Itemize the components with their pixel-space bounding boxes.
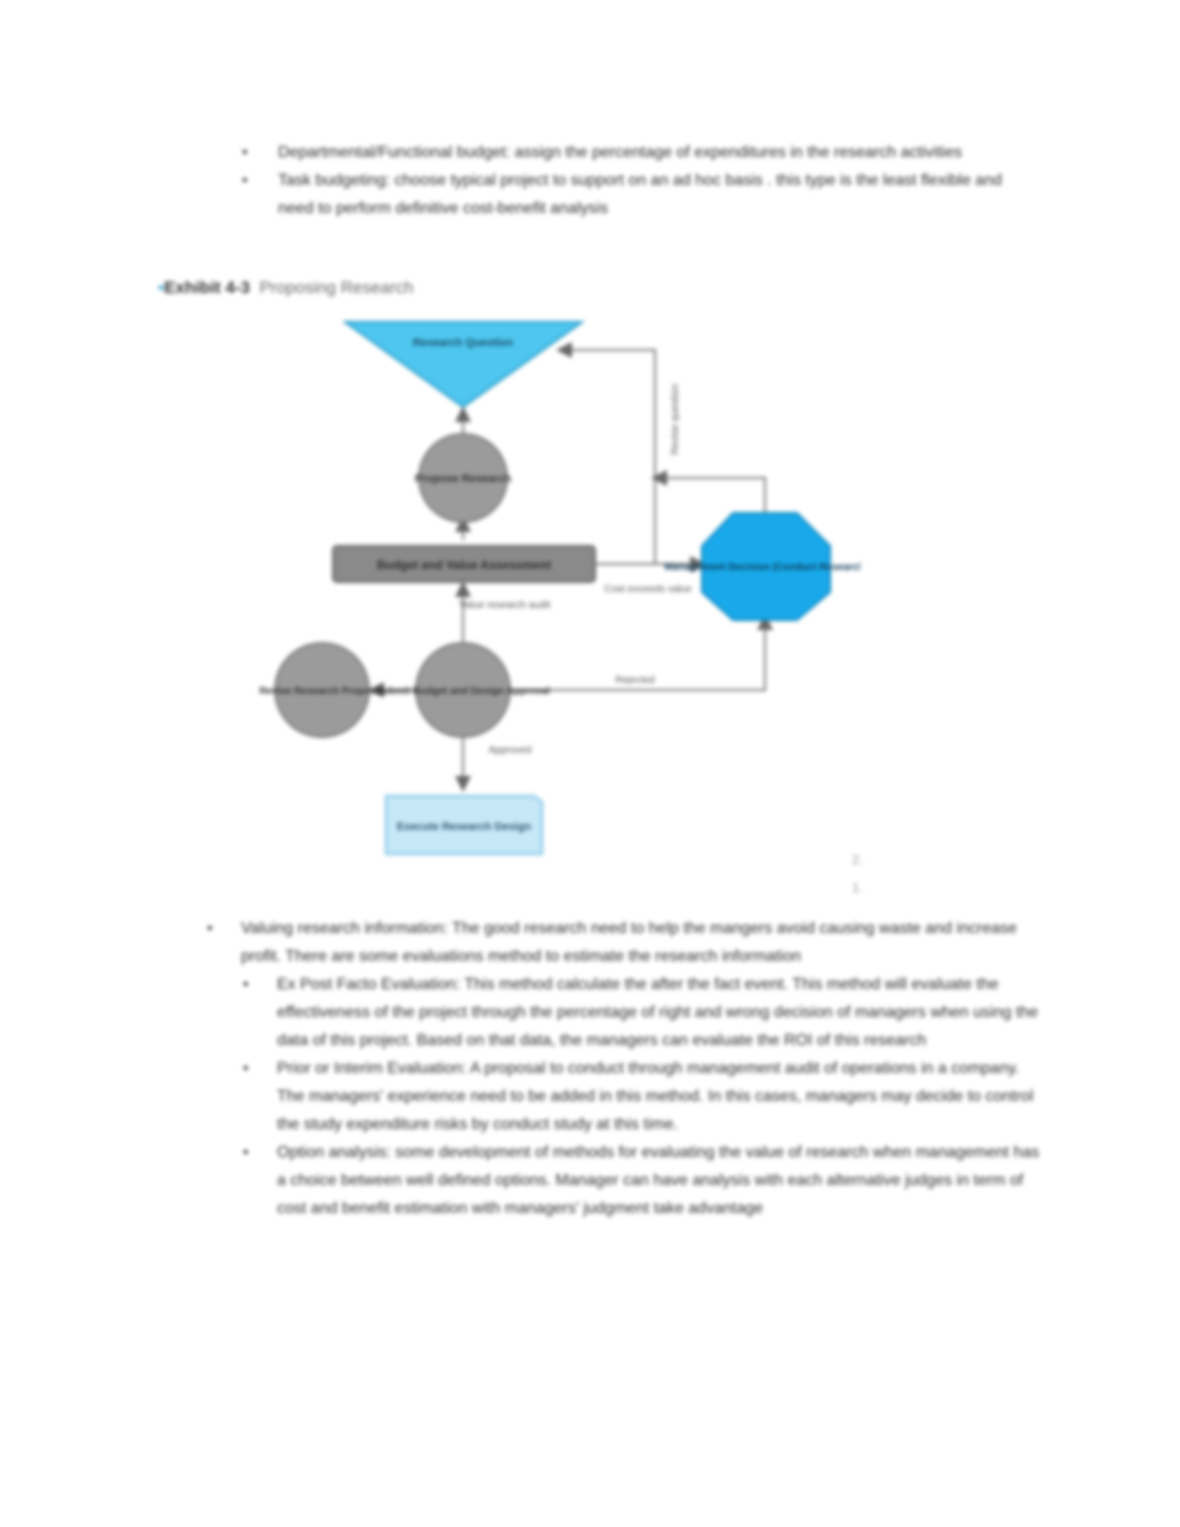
- budget-value-bar: [332, 545, 596, 583]
- execute-design-box: [385, 795, 543, 855]
- list-item: Departmental/Functional budget: assign t…: [240, 139, 1040, 167]
- list-item: Valuing research information: The good r…: [205, 915, 1045, 1223]
- management-decision-label: Management Decision (Conduct Research): [664, 562, 860, 573]
- caption-marker: ▪: [158, 278, 165, 297]
- execute-design-label: Execute Research Design: [397, 821, 532, 833]
- connectors: [368, 342, 773, 792]
- budget-value-label: Budget and Value Assessment: [377, 558, 551, 572]
- valuing-intro: Valuing research information: The good r…: [241, 920, 1017, 965]
- management-decision-node: [701, 512, 831, 621]
- valuing-research-list: Valuing research information: The good r…: [205, 915, 1045, 1223]
- evaluation-methods-list: Ex Post Facto Evaluation: This method ca…: [241, 971, 1045, 1223]
- budget-method-list: Departmental/Functional budget: assign t…: [240, 139, 1040, 223]
- value-research-audit-label: Value research audit: [460, 600, 551, 611]
- research-question-shape: [341, 321, 586, 409]
- research-question-label: Research Question: [413, 337, 514, 349]
- approved-label: Approved: [489, 745, 532, 756]
- rejected-label: Rejected: [615, 675, 654, 686]
- revise-question-label: Revise question: [670, 384, 681, 455]
- figure-mark: 2.: [852, 852, 863, 867]
- list-item: Ex Post Facto Evaluation: This method ca…: [241, 971, 1045, 1055]
- submit-budget-label: Submit Budget and Design Approval: [376, 686, 550, 697]
- propose-research-label: Propose Research: [415, 473, 512, 485]
- propose-research-node: [418, 433, 508, 523]
- exhibit-caption: ▪Exhibit 4-3 Proposing Research: [158, 275, 413, 301]
- list-item: Prior or Interim Evaluation: A proposal …: [241, 1055, 1045, 1139]
- list-item: Task budgeting: choose typical project t…: [240, 167, 1040, 223]
- cost-exceeds-value-label: Cost exceeds value: [604, 584, 692, 595]
- revise-proposal-node: [274, 642, 370, 738]
- list-item: Option analysis: some development of met…: [241, 1139, 1045, 1223]
- revise-proposal-label: Revise Research Proposal: [260, 686, 385, 697]
- exhibit-label: Exhibit 4-3: [164, 278, 250, 297]
- submit-budget-node: [415, 642, 511, 738]
- proposing-research-diagram: Research Question Propose Research Budge…: [260, 321, 860, 855]
- exhibit-title: Proposing Research: [259, 278, 414, 297]
- figure-mark: 1.: [852, 880, 863, 895]
